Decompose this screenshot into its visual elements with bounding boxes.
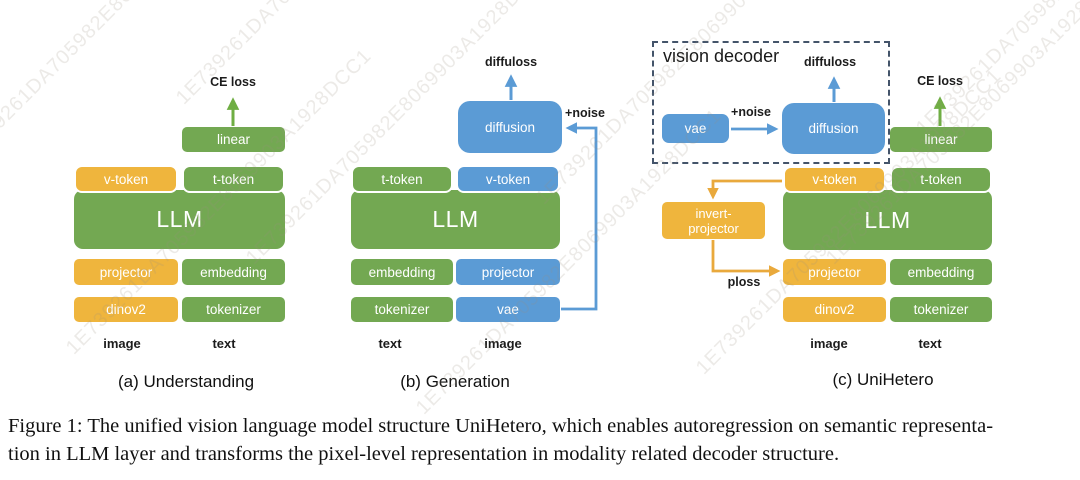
figure-caption-line1: Figure 1: The unified vision language mo… — [8, 415, 994, 437]
panel-c-ploss-label: ploss — [727, 275, 761, 289]
panel-c-linear-box: linear — [890, 127, 992, 152]
figure-caption: Figure 1: The unified vision language mo… — [8, 412, 1074, 468]
panel-a-t-token-box: t-token — [182, 165, 285, 193]
panel-c-invert-projector-box: invert- projector — [662, 202, 765, 239]
invert-projector-line2: projector — [688, 220, 739, 236]
panel-a-ce-loss-label: CE loss — [210, 75, 256, 89]
panel-b-text-label: text — [378, 336, 402, 351]
panel-b-diffusion-box: diffusion — [458, 101, 562, 153]
panel-c-diffusion-box: diffusion — [782, 103, 885, 154]
panel-a-v-token-box: v-token — [74, 165, 178, 193]
panel-c-vae-box: vae — [662, 114, 729, 143]
panel-b-llm-box: LLM — [351, 190, 560, 249]
panel-c-vision-decoder-group — [652, 41, 890, 164]
panel-c-diffuloss-label: diffuloss — [803, 55, 857, 69]
panel-c-image-label: image — [810, 336, 848, 351]
panel-c-embedding-box: embedding — [890, 259, 992, 285]
panel-a-text-label: text — [212, 336, 236, 351]
panel-c-noise-label: +noise — [731, 105, 771, 119]
panel-c-projector-box: projector — [783, 259, 886, 285]
panel-a-llm-box: LLM — [74, 190, 285, 249]
figure-caption-line2: tion in LLM layer and transforms the pix… — [8, 443, 840, 465]
panel-b-vae-to-diffusion-arrow — [561, 122, 598, 311]
panel-b-noise-label: +noise — [565, 106, 605, 120]
panel-b-t-token-box: t-token — [351, 165, 453, 193]
panel-a-embedding-box: embedding — [182, 259, 285, 285]
panel-c-vtoken-to-invert-arrow — [707, 179, 782, 200]
panel-c-vision-decoder-label: vision decoder — [663, 46, 780, 66]
panel-a-image-label: image — [103, 336, 141, 351]
panel-c-llm-box: LLM — [783, 190, 992, 250]
panel-c-t-token-box: t-token — [890, 166, 992, 193]
panel-b-diffuloss-label: diffuloss — [484, 55, 538, 69]
panel-b-caption: (b) Generation — [400, 372, 510, 391]
invert-projector-line1: invert- — [695, 205, 732, 221]
panel-b-v-token-box: v-token — [456, 165, 560, 193]
panel-b-vae-box: vae — [456, 297, 560, 322]
panel-c-ce-loss-label: CE loss — [917, 74, 963, 88]
panel-c-dinov2-box: dinov2 — [783, 297, 886, 322]
panel-b-projector-box: projector — [456, 259, 560, 285]
panel-a-linear-box: linear — [182, 127, 285, 152]
panel-c-text-label: text — [918, 336, 942, 351]
panel-c-invert-to-projector-arrow — [711, 240, 781, 277]
panel-a-projector-box: projector — [74, 259, 178, 285]
panel-c-tokenizer-box: tokenizer — [890, 297, 992, 322]
panel-a-tokenizer-box: tokenizer — [182, 297, 285, 322]
panel-a-dinov2-box: dinov2 — [74, 297, 178, 322]
panel-c-caption: (c) UniHetero — [832, 370, 934, 389]
panel-c-v-token-box: v-token — [783, 166, 886, 193]
panel-b-image-label: image — [484, 336, 522, 351]
watermark-text: 1E739261DA705982E8069903A1928DCC1 — [172, 0, 487, 110]
panel-a-caption: (a) Understanding — [117, 372, 255, 391]
watermark-text: 1E739261DA705982E8069903A1928DCC1 — [912, 0, 1080, 140]
panel-b-embedding-box: embedding — [351, 259, 453, 285]
panel-b-tokenizer-box: tokenizer — [351, 297, 453, 322]
